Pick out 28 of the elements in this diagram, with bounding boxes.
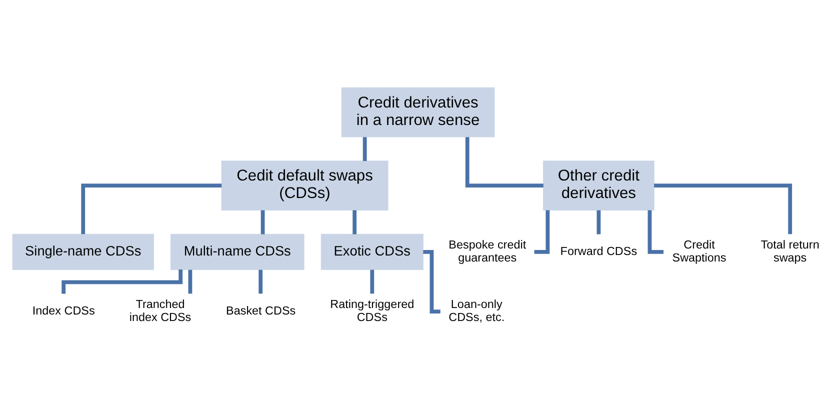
connector (423, 250, 440, 314)
connector (596, 210, 601, 234)
connector (260, 210, 265, 234)
connector (62, 270, 183, 294)
node-box: Single-name CDSs (12, 234, 154, 270)
node-box: Multi-name CDSs (170, 234, 304, 270)
connector (258, 270, 263, 294)
node-box: Exotic CDSs (320, 234, 424, 270)
node-box: Other credit derivatives (543, 160, 654, 210)
connector (188, 270, 192, 294)
connector (654, 184, 792, 234)
connector (81, 184, 222, 234)
connector (370, 270, 374, 294)
node-text: Tranched index CDSs (129, 298, 192, 324)
node-text: Basket CDSs (226, 304, 296, 318)
node-text: Loan-only CDSs, etc. (448, 298, 505, 324)
connector (534, 210, 550, 254)
node-box: Cedit default swaps (CDSs) (221, 160, 388, 210)
connector (352, 210, 357, 234)
node-text: Credit Swaptions (672, 238, 726, 264)
node-text: Index CDSs (32, 304, 95, 318)
connector (362, 137, 367, 162)
node-text: Forward CDSs (560, 244, 638, 258)
node-box: Credit derivatives in a narrow sense (341, 87, 495, 138)
connector (465, 137, 544, 188)
node-text: Total return swaps (760, 238, 820, 264)
node-text: Rating-triggered CDSs (330, 298, 414, 324)
node-text: Bespoke credit guarantees (448, 238, 526, 264)
